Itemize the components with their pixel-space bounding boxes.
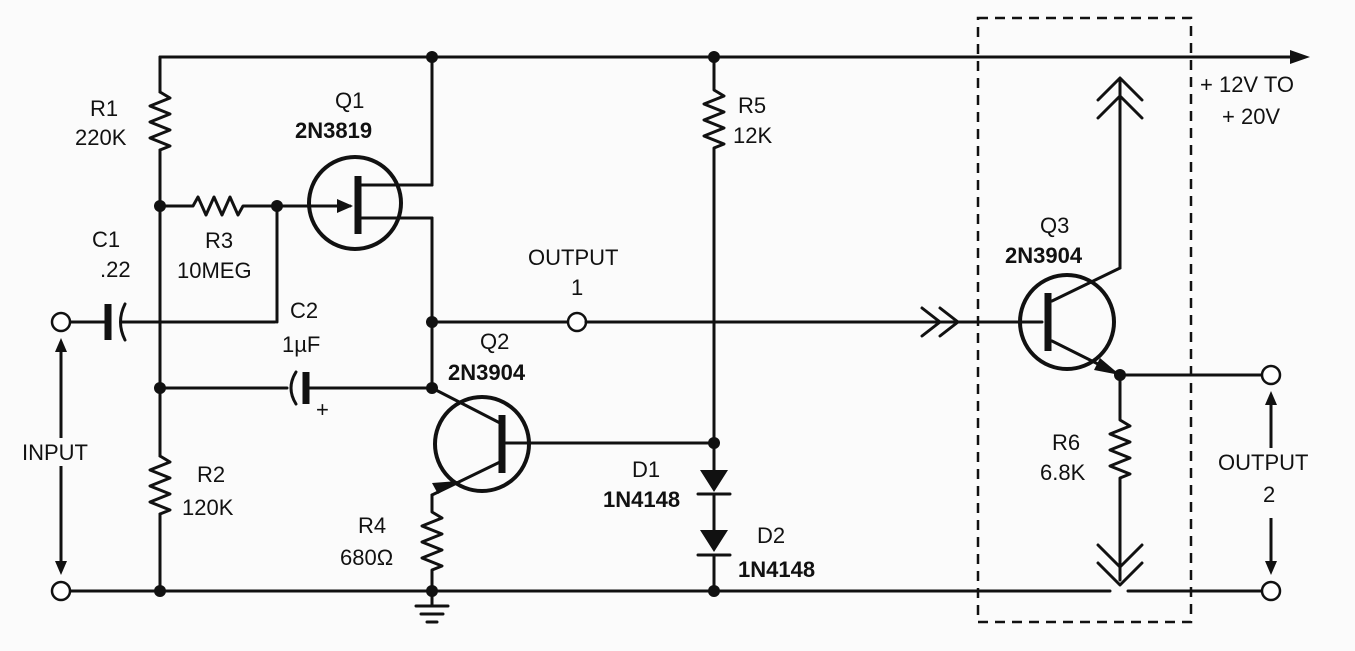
c1-name: C1 [92,227,120,252]
q2-transistor[interactable] [430,386,716,497]
q3-part: 2N3904 [1005,243,1083,268]
q1-name: Q1 [335,88,364,113]
junction-dot [271,200,283,212]
d1-part: 1N4148 [603,487,680,512]
r6-value: 6.8K [1040,460,1086,485]
d2-part: 1N4148 [738,557,815,582]
junction-dot [708,437,720,449]
r6-name: R6 [1052,430,1080,455]
q3-name: Q3 [1040,213,1069,238]
supply-label-line1: + 12V TO [1200,72,1294,97]
d1-name: D1 [632,457,660,482]
supply-label-line2: + 20V [1222,104,1280,129]
c1-value: .22 [100,257,131,282]
output2-label-line1: OUTPUT [1218,450,1308,475]
output1-label-line1: OUTPUT [528,245,618,270]
input-terminal-bottom[interactable] [50,580,72,602]
r1-value: 220K [75,125,127,150]
supply-rail [158,50,1310,64]
r5-value: 12K [733,123,772,148]
output2-section [1118,364,1332,602]
supply-connector-chevrons [1096,76,1144,120]
junction-dot [426,51,438,63]
r5-name: R5 [738,93,766,118]
r4-value: 680Ω [340,545,393,570]
r1-resistor[interactable] [148,90,172,152]
r2-name: R2 [197,462,225,487]
junction-dot [426,382,438,394]
junction-dot [154,382,166,394]
r3-value: 10MEG [177,258,252,283]
c2-name: C2 [290,298,318,323]
plug-in-module-outline [976,16,1193,624]
c2-polarity: + [316,397,329,422]
r1-name: R1 [90,96,118,121]
d2-name: D2 [757,523,785,548]
input-arrow-up-icon [55,338,67,352]
c2-value: 1µF [282,332,320,357]
q2-part: 2N3904 [448,360,526,385]
output2-terminal-bottom[interactable] [1260,580,1282,602]
junction-dot [708,585,720,597]
r2-resistor[interactable] [148,454,172,516]
q2-emitter-arrow-icon [432,481,458,494]
q3-emitter-arrow-icon [1094,358,1120,375]
c1-capacitor[interactable] [104,302,277,342]
output2-arrow-up-icon [1265,391,1277,405]
component-labels: R1 220K Q1 2N3819 R5 12K + 12V TO + 20V … [22,72,1308,582]
r4-resistor[interactable] [420,493,444,593]
input-label: INPUT [22,440,88,465]
r4-name: R4 [358,513,386,538]
junction-dot [154,200,166,212]
bias-column [148,55,172,593]
r3-name: R3 [205,228,233,253]
junction-dot [426,316,438,328]
r5-resistor[interactable] [702,55,726,445]
q1-jfet[interactable] [275,155,434,251]
d1-diode[interactable] [696,441,732,532]
q2-name: Q2 [480,329,509,354]
output1-wire [430,306,962,338]
junction-dots [154,51,1126,597]
r3-resistor[interactable] [158,195,279,217]
input-arrow-down-icon [55,561,67,575]
q1-gate-arrow-icon [337,199,353,213]
output2-label-line2: 2 [1263,482,1275,507]
input-terminal-top[interactable] [50,311,72,333]
c2-capacitor[interactable] [158,370,434,406]
output2-arrow-down-icon [1265,561,1277,575]
junction-dot [1114,369,1126,381]
r6-resistor[interactable] [1108,373,1132,582]
output2-terminal-top[interactable] [1260,364,1282,386]
d2-diode[interactable] [696,530,732,593]
input-section [18,311,107,602]
supply-arrow-icon [1290,50,1310,64]
q3-transistor[interactable] [958,266,1122,377]
junction-dot [708,51,720,63]
output1-label-line2: 1 [571,275,583,300]
r2-value: 120K [182,495,234,520]
input-label-bg [18,438,106,466]
junction-dot [154,585,166,597]
ground-connector-chevrons [1096,543,1144,587]
output1-terminal[interactable] [566,311,588,333]
q1-part: 2N3819 [295,118,372,143]
connector-chevron-icon [920,306,942,338]
output2-label-bg [1208,448,1332,518]
junction-dot [426,585,438,597]
